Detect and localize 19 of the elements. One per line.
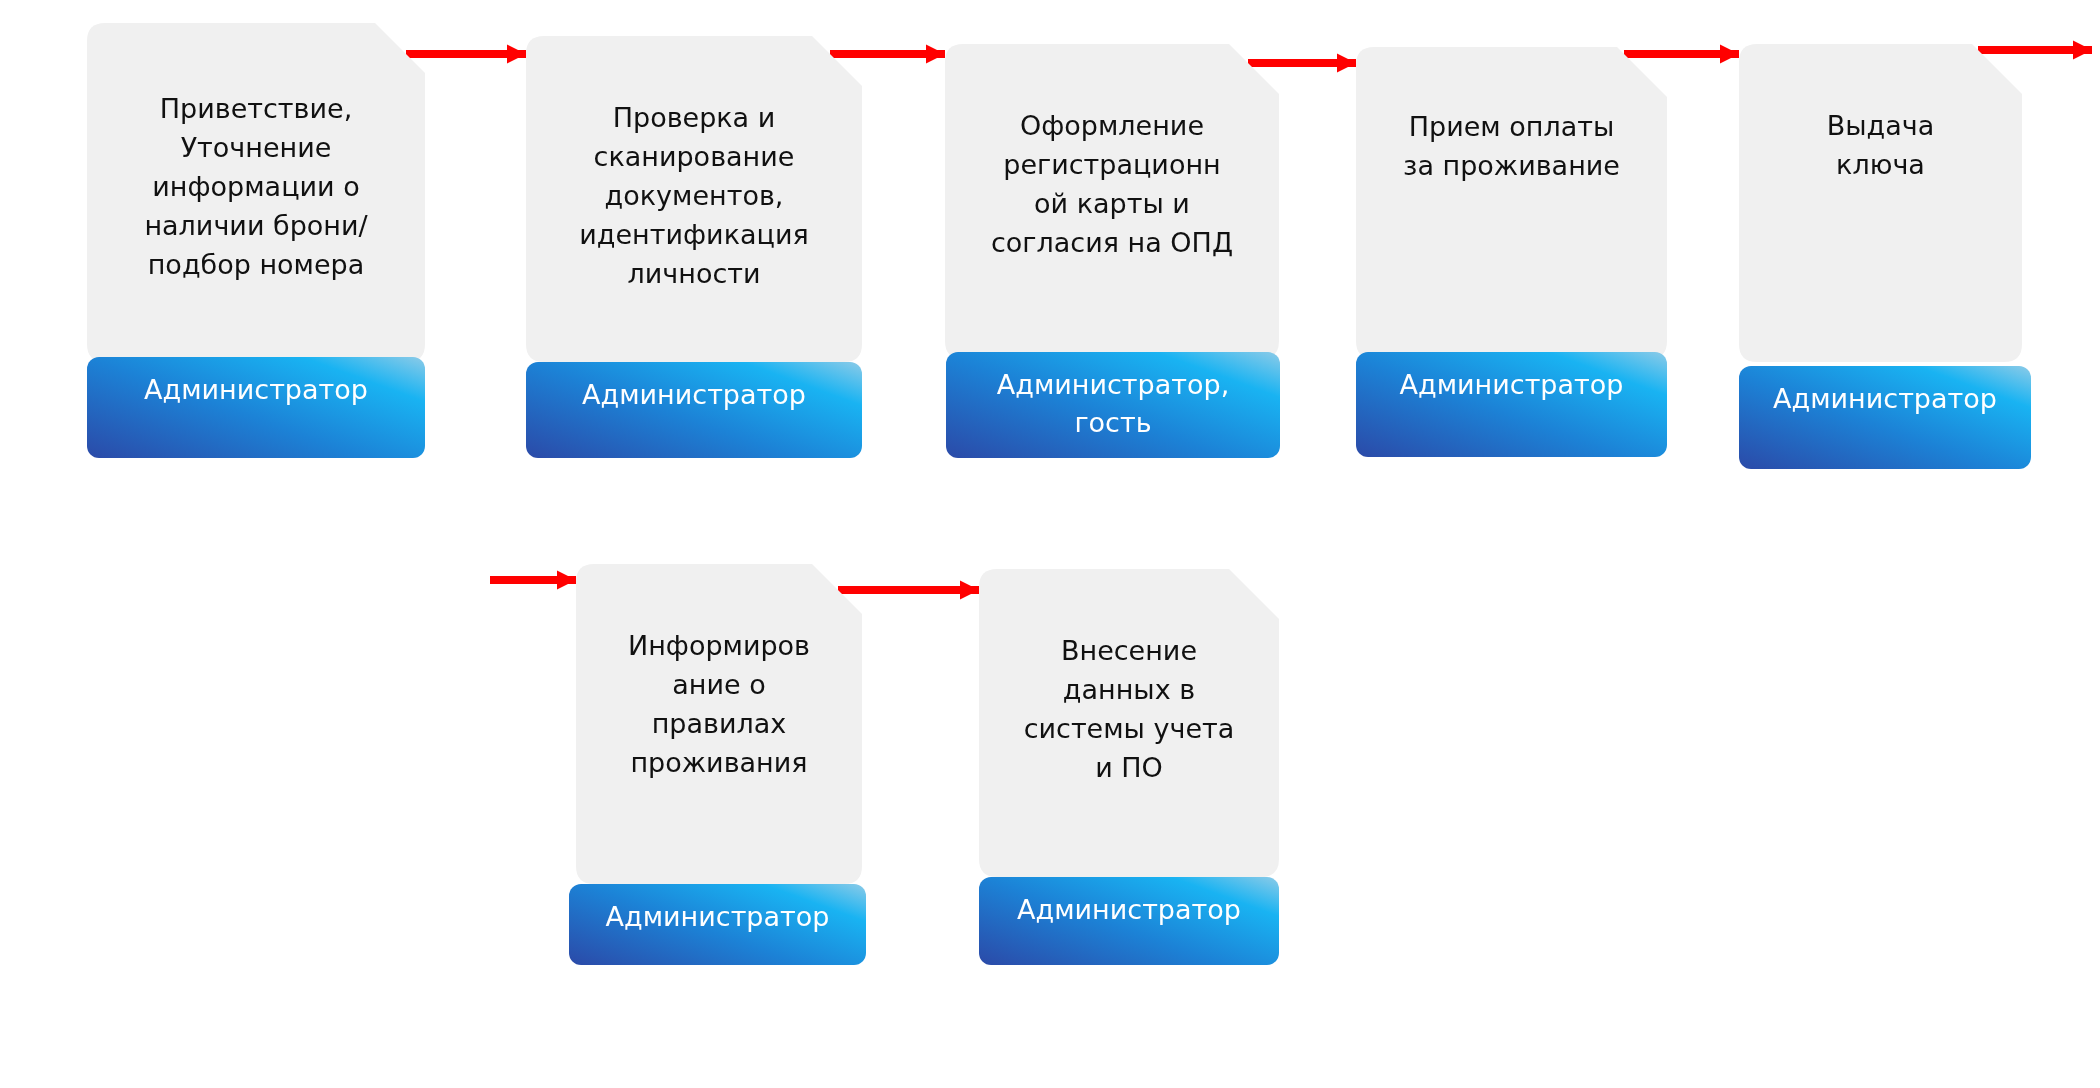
step-text: Внесение данных в системы учета и ПО [1023,634,1235,785]
arrow [838,580,979,600]
arrow [1248,53,1356,73]
arrow [1624,44,1739,64]
role-band: Администратор [1356,352,1667,457]
arrow [406,44,526,64]
step-text: Оформление регистрационн ой карты и согласия на ОПД [990,109,1234,260]
role-band: Администратор [979,877,1279,965]
role-band: Администратор [569,884,866,965]
step-text: Приветствие, Уточнение информации о наличии брони/подбор номера [143,92,369,282]
role-band: Администратор, гость [946,352,1280,458]
role-band: Администратор [1739,366,2031,469]
step-text: Прием оплаты за проживание [1402,110,1621,183]
arrow [830,44,945,64]
step-text: Выдача ключа [1825,109,1936,182]
step-text: Проверка и сканирование документов, идентификация личности [578,101,810,291]
step-text: Информиров ание о правилах проживания [626,629,812,780]
role-band: Администратор [87,357,425,458]
role-band: Администратор [526,362,862,458]
